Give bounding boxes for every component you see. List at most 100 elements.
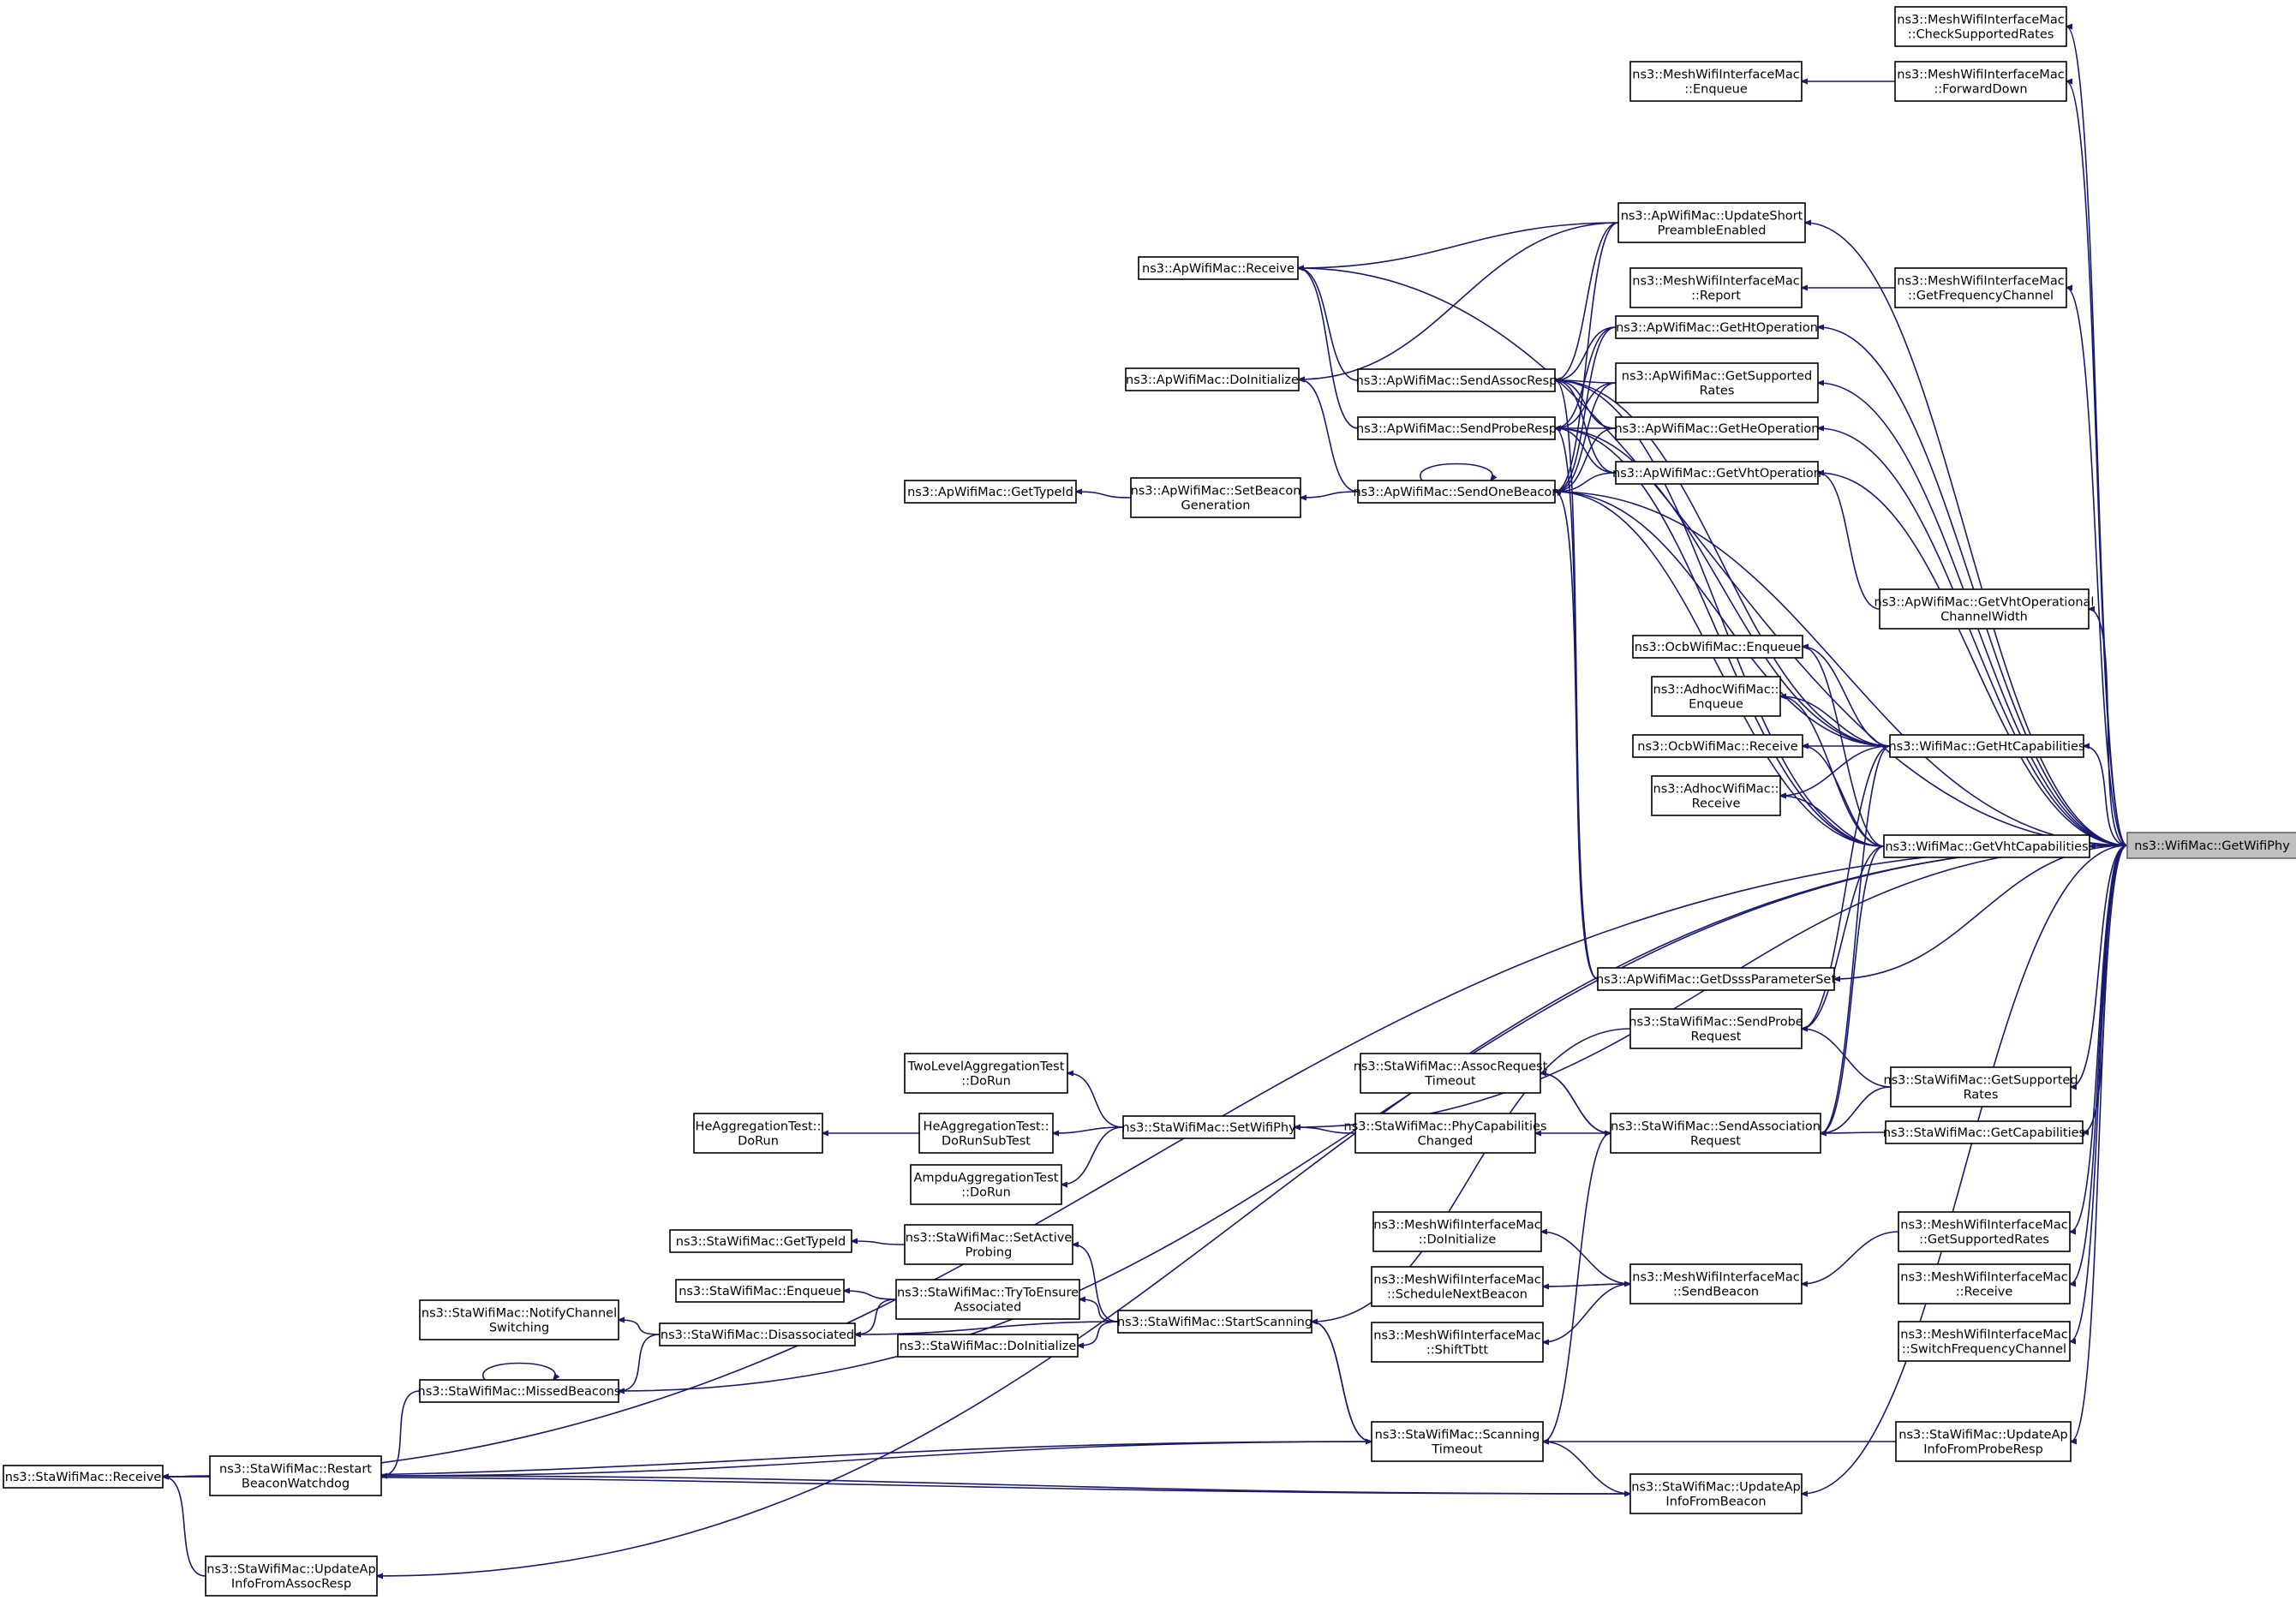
node-ap-sendproberesp[interactable]: ns3::ApWifiMac::SendProbeResp	[1356, 416, 1557, 440]
node-ap-sendonebeacon[interactable]: ns3::ApWifiMac::SendOneBeacon	[1353, 480, 1560, 504]
edge-sta-scanningtimeout-to-sta-startscanning	[1312, 1322, 1372, 1442]
node-sta-doinitialize[interactable]: ns3::StaWifiMac::DoInitialize	[897, 1334, 1079, 1358]
node-twolevel-dorun[interactable]: TwoLevelAggregationTest::DoRun	[904, 1053, 1068, 1094]
node-box	[1617, 202, 1806, 243]
node-wifi-gethtcapabilities[interactable]: ns3::WifiMac::GetHtCapabilities	[1888, 734, 2085, 758]
edge-getwifiphy-to-sta-updateapinfofromproberesp	[2071, 845, 2128, 1442]
node-label: AmpduAggregationTest	[914, 1172, 1059, 1185]
node-label: Enqueue	[1689, 698, 1743, 712]
node-ap-getvhtoperation[interactable]: ns3::ApWifiMac::GetVhtOperation	[1612, 461, 1821, 485]
node-sta-getcapabilities[interactable]: ns3::StaWifiMac::GetCapabilities	[1883, 1120, 2085, 1144]
node-sta-missedbeacons[interactable]: ns3::StaWifiMac::MissedBeacons	[418, 1379, 621, 1403]
node-label: ns3::MeshWifiInterfaceMac	[1632, 1271, 1799, 1285]
node-ocb-enqueue[interactable]: ns3::OcbWifiMac::Enqueue	[1632, 635, 1803, 659]
node-mesh-receive[interactable]: ns3::MeshWifiInterfaceMac::Receive	[1898, 1263, 2071, 1304]
node-box	[1894, 61, 2067, 102]
edge-sta-getsupportedrates-to-sta-sendproberequest	[1802, 1029, 1892, 1088]
node-mesh-getfrequencychannel[interactable]: ns3::MeshWifiInterfaceMac::GetFrequencyC…	[1894, 267, 2067, 308]
node-heagg-dorun[interactable]: HeAggregationTest::DoRun	[693, 1113, 823, 1154]
node-ap-sendassocresp[interactable]: ns3::ApWifiMac::SendAssocResp	[1356, 368, 1558, 392]
node-ap-gettypeid[interactable]: ns3::ApWifiMac::GetTypeId	[904, 480, 1077, 504]
node-label: ns3::MeshWifiInterfaceMac	[1897, 275, 2064, 289]
node-label: DoRun	[738, 1135, 779, 1149]
node-sta-setwifiphy[interactable]: ns3::StaWifiMac::SetWifiPhy	[1121, 1115, 1296, 1139]
node-label: InfoFromAssocResp	[231, 1578, 351, 1591]
node-wifi-getvhtcapabilities[interactable]: ns3::WifiMac::GetVhtCapabilities	[1883, 834, 2090, 858]
edge-ap-sendonebeacon-to-ap-setbeacongeneration	[1300, 491, 1359, 498]
edge-sta-trytoensureassociated-to-sta-enqueue	[844, 1291, 897, 1300]
node-sta-getsupportedrates[interactable]: ns3::StaWifiMac::GetSupportedRates	[1883, 1066, 2078, 1107]
edges-layer	[163, 27, 2128, 1576]
node-mesh-report[interactable]: ns3::MeshWifiInterfaceMac::Report	[1629, 267, 1803, 308]
node-label: ns3::ApWifiMac::GetDsssParameterSet	[1596, 973, 1836, 987]
edge-ap-updateshortpreamble-to-ap-receive	[1298, 222, 1619, 268]
node-ocb-receive[interactable]: ns3::OcbWifiMac::Receive	[1632, 734, 1803, 758]
edge-sta-startscanning-to-sta-trytoensureassociated	[1079, 1299, 1119, 1322]
node-mesh-checksupportedrates[interactable]: ns3::MeshWifiInterfaceMac::CheckSupporte…	[1894, 6, 2067, 47]
edge-mesh-sendbeacon-to-mesh-shifttbtt	[1543, 1283, 1631, 1342]
node-sta-receive[interactable]: ns3::StaWifiMac::Receive	[3, 1465, 164, 1489]
edge-ap-updateshortpreamble-to-ap-sendassocresp	[1555, 222, 1619, 380]
node-mesh-enqueue[interactable]: ns3::MeshWifiInterfaceMac::Enqueue	[1629, 61, 1803, 102]
node-label: ns3::ApWifiMac::GetVhtOperation	[1612, 467, 1821, 481]
node-ap-getsupportedrates[interactable]: ns3::ApWifiMac::GetSupportedRates	[1615, 362, 1819, 403]
node-label: ::GetSupportedRates	[1919, 1233, 2049, 1247]
edge-wifi-gethtcapabilities-to-adhoc-receive	[1780, 745, 1891, 796]
node-ap-getvhtopchannelwidth[interactable]: ns3::ApWifiMac::GetVhtOperationalChannel…	[1874, 588, 2095, 630]
node-sta-gettypeid[interactable]: ns3::StaWifiMac::GetTypeId	[669, 1229, 852, 1253]
edge-ap-getheoperation-to-ap-sendonebeacon	[1555, 427, 1617, 492]
node-label: ns3::ApWifiMac::GetVhtOperational	[1874, 596, 2095, 610]
node-label: ::Report	[1691, 290, 1741, 303]
node-ap-receive[interactable]: ns3::ApWifiMac::Receive	[1138, 256, 1299, 280]
node-label: Timeout	[1431, 1443, 1483, 1457]
node-label: ns3::AdhocWifiMac::	[1653, 684, 1779, 697]
node-getwifiphy[interactable]: ns3::WifiMac::GetWifiPhy	[2126, 832, 2296, 859]
node-adhoc-receive[interactable]: ns3::AdhocWifiMac::Receive	[1651, 775, 1781, 816]
node-mesh-sendbeacon[interactable]: ns3::MeshWifiInterfaceMac::SendBeacon	[1629, 1263, 1803, 1304]
node-label: ns3::StaWifiMac::SendProbe	[1629, 1016, 1803, 1030]
node-label: Receive	[1692, 797, 1741, 811]
node-label: PreambleEnabled	[1658, 224, 1767, 238]
node-mesh-doinitialize[interactable]: ns3::MeshWifiInterfaceMac::DoInitialize	[1372, 1211, 1542, 1252]
node-adhoc-enqueue[interactable]: ns3::AdhocWifiMac::Enqueue	[1651, 676, 1781, 717]
node-box	[1898, 1211, 2071, 1252]
node-mesh-forwarddown[interactable]: ns3::MeshWifiInterfaceMac::ForwardDown	[1894, 61, 2067, 102]
edge-wifi-getvhtcapabilities-to-ocb-receive	[1803, 746, 1885, 847]
node-label: HeAggregationTest::	[924, 1120, 1049, 1134]
node-box	[1130, 477, 1301, 518]
node-sta-enqueue[interactable]: ns3::StaWifiMac::Enqueue	[675, 1279, 845, 1303]
node-box	[1879, 588, 2090, 630]
edge-getwifiphy-to-mesh-getfrequencychannel	[2066, 288, 2128, 846]
node-label: ns3::AdhocWifiMac::	[1653, 783, 1779, 797]
node-mesh-getsupportedrates[interactable]: ns3::MeshWifiInterfaceMac::GetSupportedR…	[1898, 1211, 2071, 1252]
node-ap-getheoperation[interactable]: ns3::ApWifiMac::GetHeOperation	[1614, 416, 1820, 440]
node-label: ::ForwardDown	[1934, 83, 2027, 97]
node-sta-disassociated[interactable]: ns3::StaWifiMac::Disassociated	[659, 1322, 856, 1346]
node-ap-gethtoperation[interactable]: ns3::ApWifiMac::GetHtOperation	[1615, 315, 1819, 339]
node-mesh-shifttbtt[interactable]: ns3::MeshWifiInterfaceMac::ShiftTbtt	[1371, 1322, 1544, 1363]
node-heagg-dorunsubtest[interactable]: HeAggregationTest::DoRunSubTest	[918, 1113, 1054, 1154]
node-ap-updateshortpreamble[interactable]: ns3::ApWifiMac::UpdateShortPreambleEnabl…	[1617, 202, 1806, 243]
node-sta-updateapinfofromassocresp[interactable]: ns3::StaWifiMac::UpdateApInfoFromAssocRe…	[205, 1555, 378, 1597]
edge-ap-sendproberesp-to-ap-receive	[1298, 268, 1359, 429]
node-mesh-switchfrequencychannel[interactable]: ns3::MeshWifiInterfaceMac::SwitchFrequen…	[1898, 1321, 2071, 1362]
node-sta-updateapinfofromproberesp[interactable]: ns3::StaWifiMac::UpdateApInfoFromProbeRe…	[1895, 1421, 2072, 1462]
node-box	[1629, 1473, 1803, 1514]
edge-wifi-gethtcapabilities-to-ap-sendassocresp	[1555, 380, 1891, 747]
node-sta-startscanning[interactable]: ns3::StaWifiMac::StartScanning	[1117, 1310, 1312, 1334]
node-mesh-schedulenextbeacon[interactable]: ns3::MeshWifiInterfaceMac::ScheduleNextB…	[1371, 1266, 1544, 1307]
node-ap-doinitialize[interactable]: ns3::ApWifiMac::DoInitialize	[1125, 367, 1300, 391]
node-ap-getdsssparameterset[interactable]: ns3::ApWifiMac::GetDsssParameterSet	[1596, 967, 1836, 991]
node-ampdu-dorun[interactable]: AmpduAggregationTest::DoRun	[910, 1164, 1062, 1205]
